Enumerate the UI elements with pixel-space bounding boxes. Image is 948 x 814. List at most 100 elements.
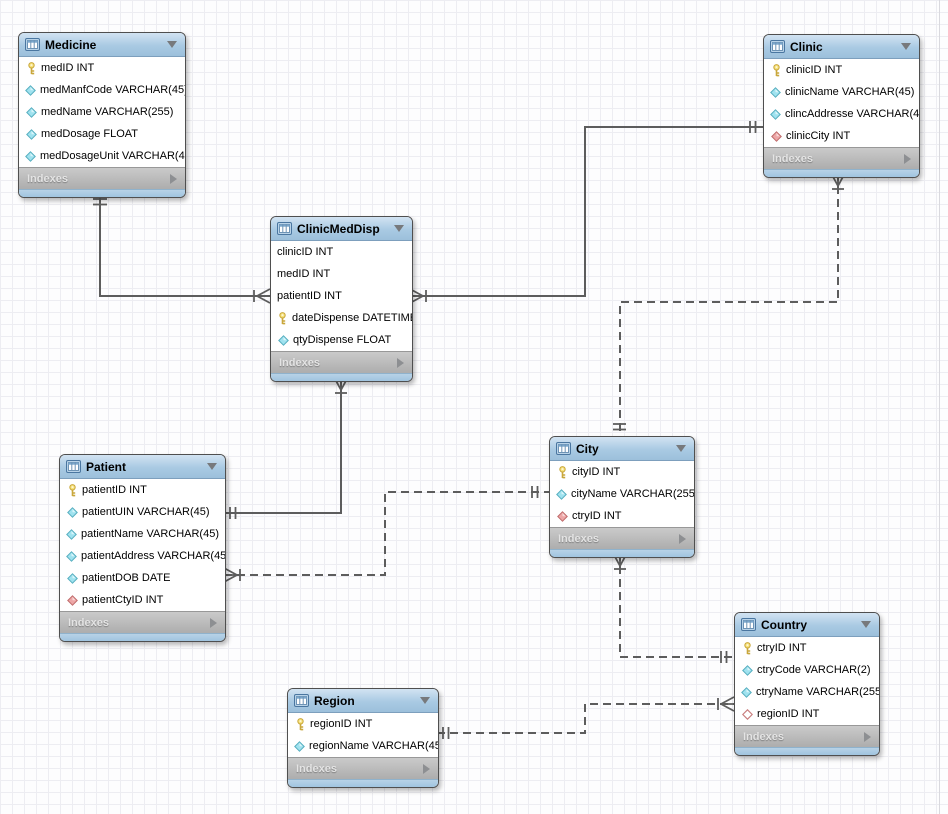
column-row[interactable]: patientAddress VARCHAR(45) <box>60 545 225 567</box>
table-header[interactable]: Clinic <box>764 35 919 59</box>
column-row[interactable]: clinicCity INT <box>764 125 919 147</box>
column-row[interactable]: patientID INT <box>60 479 225 501</box>
column-row[interactable]: ctryID INT <box>735 637 879 659</box>
indexes-footer[interactable]: Indexes <box>60 611 225 633</box>
table-header[interactable]: ClinicMedDisp <box>271 217 412 241</box>
column-row[interactable]: patientUIN VARCHAR(45) <box>60 501 225 523</box>
column-text: medDosageUnit VARCHAR(45) <box>40 150 186 162</box>
column-row[interactable]: dateDispense DATETIME <box>271 307 412 329</box>
table-patient[interactable]: Patient patientID INT patientUIN VARCHAR(4… <box>59 454 226 642</box>
column-row[interactable]: clinicID INT <box>764 59 919 81</box>
column-text: patientID INT <box>277 290 342 302</box>
collapse-arrow-icon[interactable] <box>861 621 871 628</box>
column-row[interactable]: regionID INT <box>288 713 438 735</box>
column-row[interactable]: medID INT <box>19 57 185 79</box>
column-row[interactable]: medName VARCHAR(255) <box>19 101 185 123</box>
column-row[interactable]: ctryCode VARCHAR(2) <box>735 659 879 681</box>
column-text: clinicCity INT <box>786 130 851 142</box>
table-header[interactable]: Country <box>735 613 879 637</box>
table-bottom-strip <box>735 747 879 755</box>
column-text: ctryID INT <box>572 510 622 522</box>
column-row[interactable]: ctryID INT <box>550 505 694 527</box>
collapse-arrow-icon[interactable] <box>207 463 217 470</box>
indexes-label: Indexes <box>27 172 68 185</box>
column-text: medManfCode VARCHAR(45) <box>40 84 186 96</box>
column-row[interactable]: cityID INT <box>550 461 694 483</box>
column-row[interactable]: patientDOB DATE <box>60 567 225 589</box>
relationship-city-patient[interactable] <box>223 486 549 583</box>
column-icon <box>25 106 37 118</box>
table-icon <box>741 618 756 631</box>
relationship-medicine-clinicmeddisp[interactable] <box>93 193 271 304</box>
foreign-key-icon <box>770 130 782 142</box>
column-row[interactable]: regionName VARCHAR(45) <box>288 735 438 757</box>
column-row[interactable]: clinicName VARCHAR(45) <box>764 81 919 103</box>
column-row[interactable]: patientName VARCHAR(45) <box>60 523 225 545</box>
column-row[interactable]: ctryName VARCHAR(255) <box>735 681 879 703</box>
column-text: patientCtyID INT <box>82 594 164 606</box>
column-text: clinicID INT <box>277 246 334 258</box>
column-icon <box>66 528 77 540</box>
column-row[interactable]: regionID INT <box>735 703 879 725</box>
primary-key-icon <box>556 465 568 479</box>
expand-arrow-icon <box>679 533 686 544</box>
column-row[interactable]: clinicID INT <box>271 241 412 263</box>
relationship-region-country[interactable] <box>437 696 735 739</box>
column-text: clinicName VARCHAR(45) <box>785 86 915 98</box>
relationship-line <box>619 553 734 658</box>
expand-arrow-icon <box>210 617 217 628</box>
column-icon <box>741 664 753 676</box>
table-header[interactable]: Region <box>288 689 438 713</box>
cardinality-marker <box>223 567 238 583</box>
foreign-key-icon <box>556 510 568 522</box>
table-header[interactable]: City <box>550 437 694 461</box>
collapse-arrow-icon[interactable] <box>167 41 177 48</box>
column-text: patientDOB DATE <box>82 572 171 584</box>
column-text: ctryName VARCHAR(255) <box>756 686 880 698</box>
relationship-line <box>224 377 342 514</box>
column-row[interactable]: qtyDispense FLOAT <box>271 329 412 351</box>
column-text: patientID INT <box>82 484 147 496</box>
indexes-footer[interactable]: Indexes <box>550 527 694 549</box>
table-icon <box>66 460 81 473</box>
indexes-footer[interactable]: Indexes <box>288 757 438 779</box>
column-row[interactable]: medID INT <box>271 263 412 285</box>
column-row[interactable]: medManfCode VARCHAR(45) <box>19 79 185 101</box>
column-icon <box>66 550 77 562</box>
indexes-label: Indexes <box>279 356 320 369</box>
collapse-arrow-icon[interactable] <box>394 225 404 232</box>
table-header[interactable]: Medicine <box>19 33 185 57</box>
indexes-footer[interactable]: Indexes <box>19 167 185 189</box>
collapse-arrow-icon[interactable] <box>676 445 686 452</box>
primary-key-icon <box>294 717 306 731</box>
column-row[interactable]: clincAddresse VARCHAR(45) <box>764 103 919 125</box>
collapse-arrow-icon[interactable] <box>420 697 430 704</box>
indexes-label: Indexes <box>772 152 813 165</box>
primary-key-icon <box>66 483 78 497</box>
table-header[interactable]: Patient <box>60 455 225 479</box>
column-row[interactable]: patientID INT <box>271 285 412 307</box>
indexes-footer[interactable]: Indexes <box>735 725 879 747</box>
column-row[interactable]: cityName VARCHAR(255) <box>550 483 694 505</box>
table-clinicmeddisp[interactable]: ClinicMedDisp clinicID INT medID INT patien… <box>270 216 413 382</box>
column-icon <box>25 128 37 140</box>
column-row[interactable]: patientCtyID INT <box>60 589 225 611</box>
indexes-footer[interactable]: Indexes <box>271 351 412 373</box>
table-bottom-strip <box>19 189 185 197</box>
column-row[interactable]: medDosage FLOAT <box>19 123 185 145</box>
column-text: medDosage FLOAT <box>41 128 139 140</box>
indexes-footer[interactable]: Indexes <box>764 147 919 169</box>
indexes-label: Indexes <box>296 762 337 775</box>
primary-key-icon <box>25 61 37 75</box>
expand-arrow-icon <box>423 763 430 774</box>
column-icon <box>25 84 36 96</box>
cardinality-marker <box>256 288 271 304</box>
collapse-arrow-icon[interactable] <box>901 43 911 50</box>
column-row[interactable]: medDosageUnit VARCHAR(45) <box>19 145 185 167</box>
